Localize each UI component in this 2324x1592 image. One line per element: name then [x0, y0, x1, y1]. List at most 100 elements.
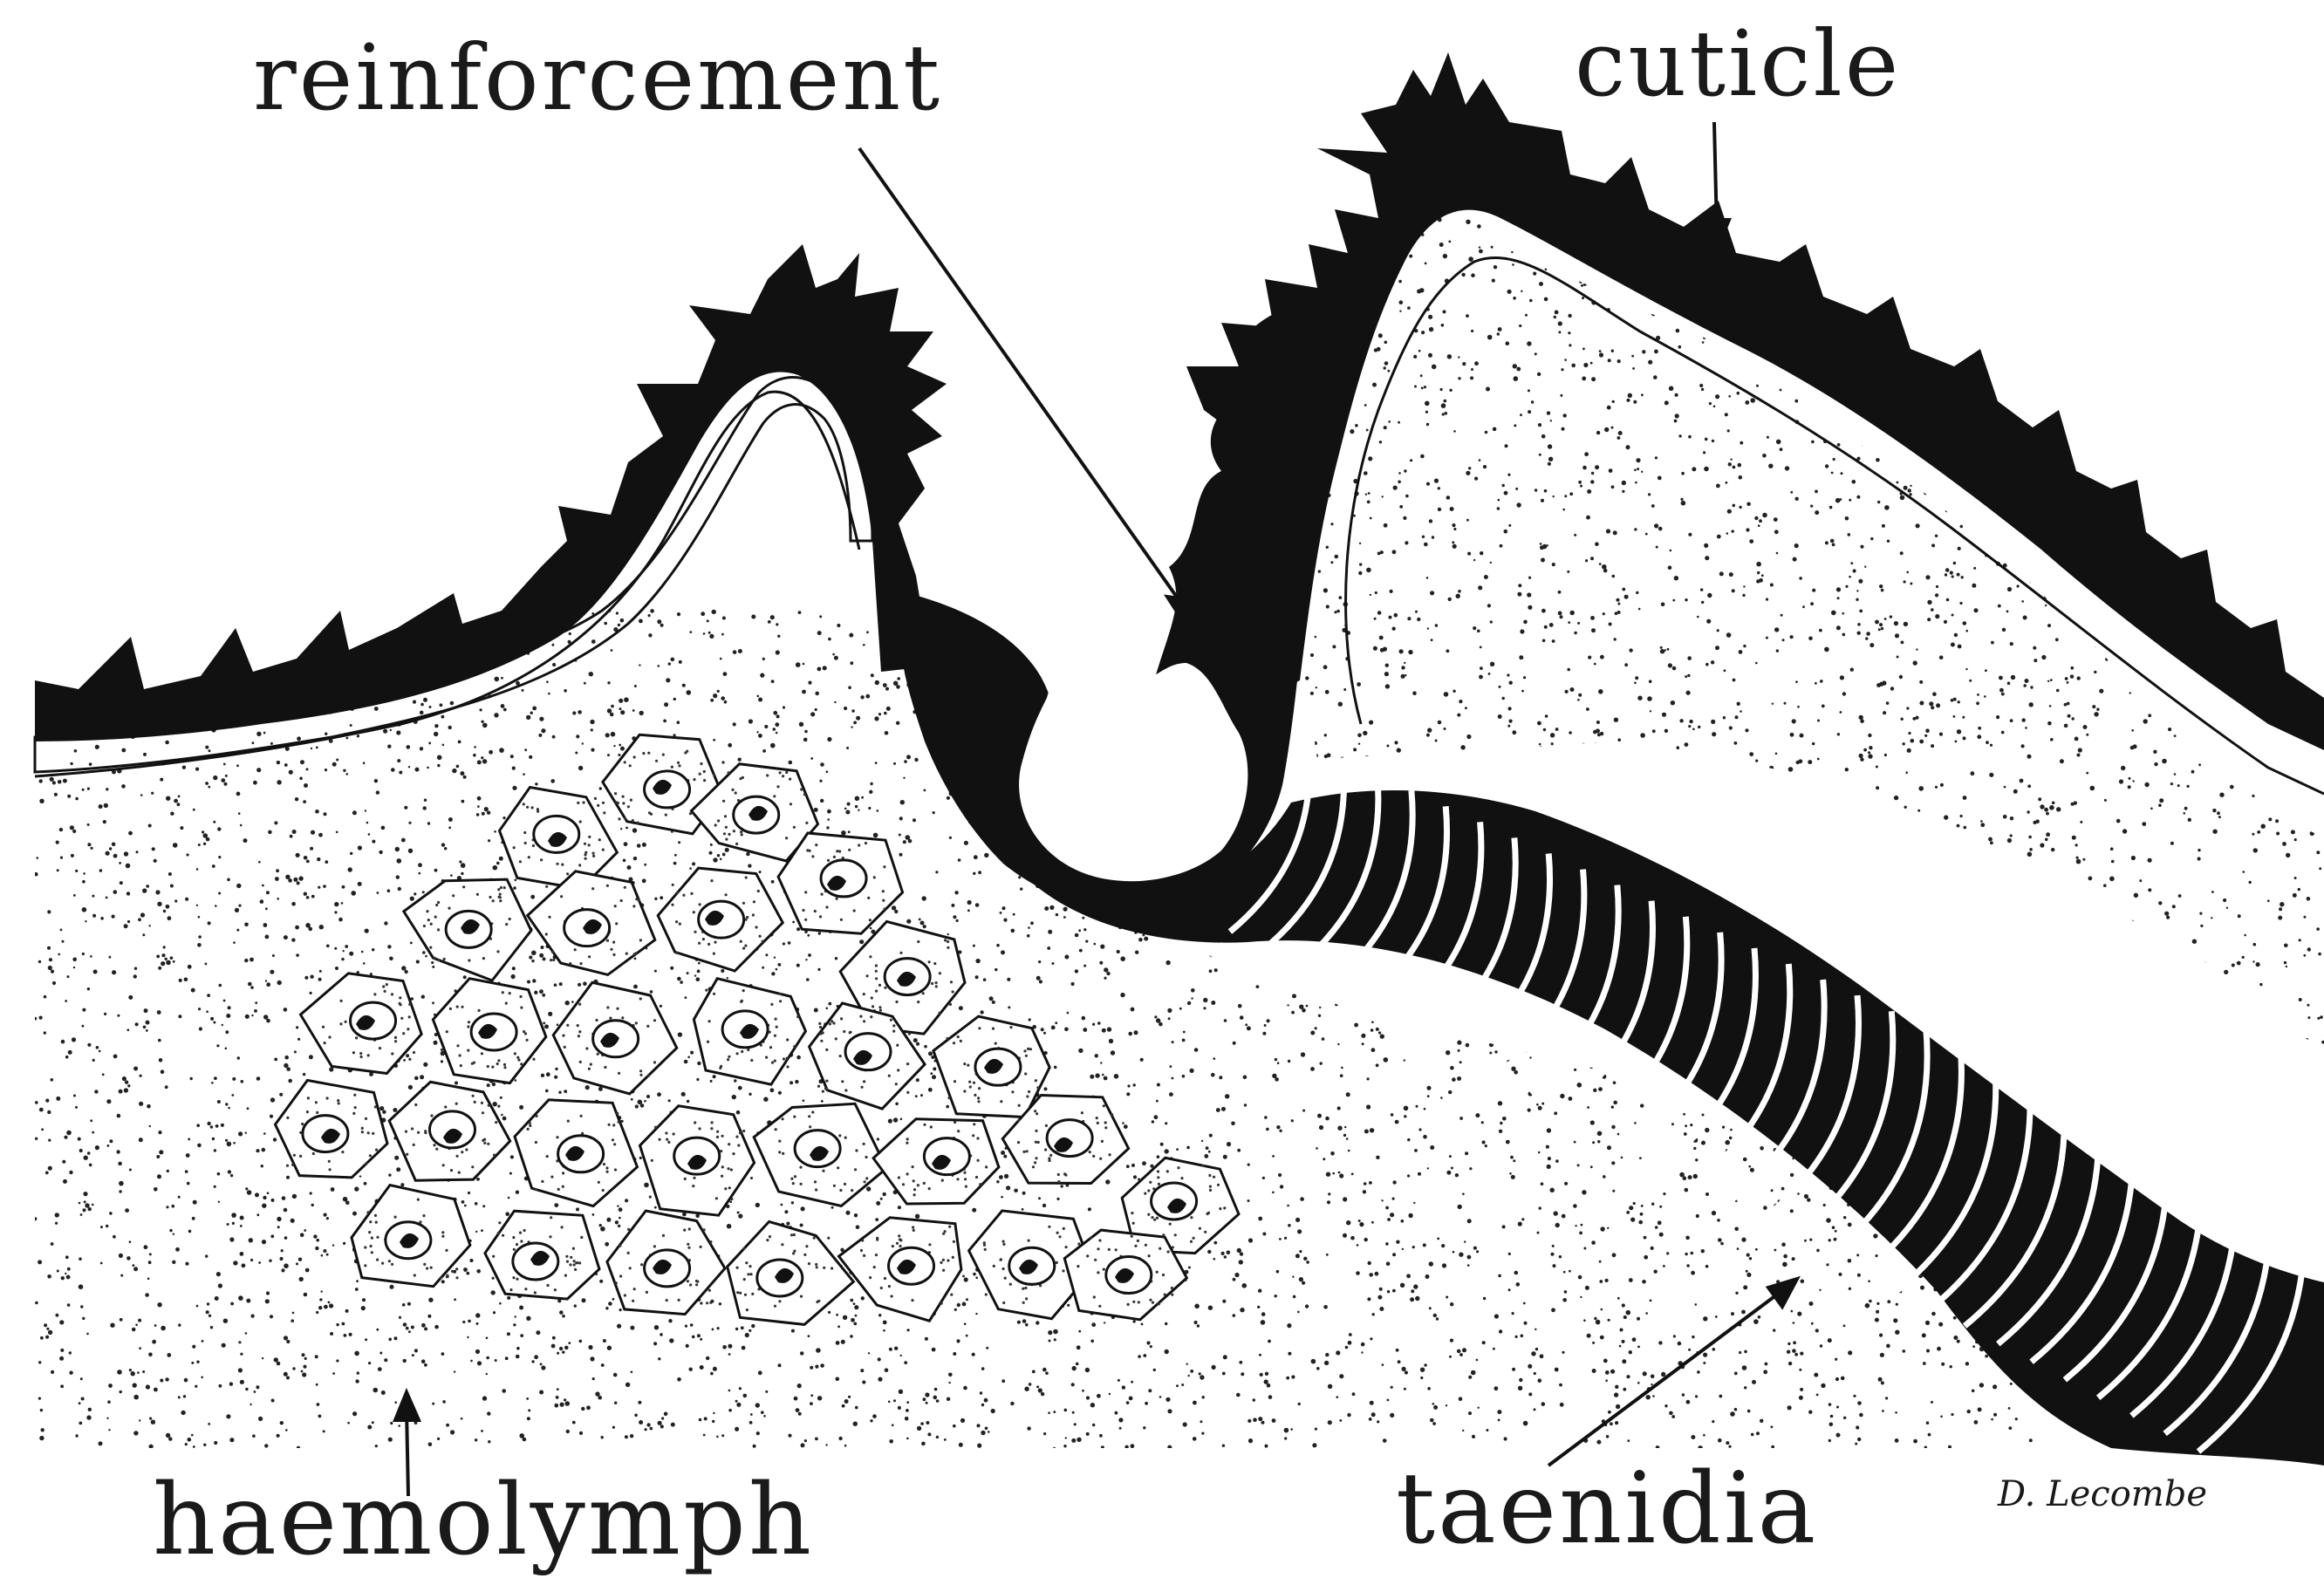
stipple-dot	[1778, 836, 1781, 838]
stipple-dot	[716, 1436, 719, 1438]
stipple-dot	[1233, 1042, 1236, 1045]
stipple-dot	[198, 1008, 201, 1010]
stipple-dot	[261, 1165, 263, 1167]
stipple-dot	[631, 1098, 633, 1101]
stipple-dot	[837, 1325, 840, 1328]
stipple-dot	[368, 833, 371, 836]
stipple-dot	[1238, 1004, 1242, 1008]
stipple-dot	[1528, 1109, 1531, 1112]
stipple-dot	[406, 1327, 409, 1330]
stipple-dot	[1691, 1435, 1695, 1439]
stipple-dot	[251, 1315, 255, 1318]
stipple-dot	[245, 1332, 248, 1335]
stipple-dot	[1344, 653, 1347, 656]
stipple-dot	[1247, 1026, 1251, 1030]
stipple-dot	[889, 1439, 893, 1444]
stipple-dot	[951, 904, 954, 907]
stipple-dot	[1525, 769, 1528, 772]
stipple-dot	[329, 1067, 333, 1071]
stipple-dot	[149, 1125, 151, 1127]
stipple-dot	[262, 885, 264, 887]
stipple-dot	[778, 1091, 782, 1095]
stipple-dot	[1763, 878, 1767, 881]
stipple-dot	[494, 713, 498, 717]
stipple-dot	[477, 805, 480, 808]
stipple-dot	[1931, 1312, 1936, 1316]
stipple-dot	[1713, 758, 1717, 762]
stipple-dot	[40, 1336, 44, 1340]
stipple-dot	[645, 1428, 647, 1431]
stipple-dot	[367, 1425, 372, 1430]
stipple-dot	[1760, 1419, 1763, 1423]
stipple-dot	[511, 974, 516, 979]
stipple-dot	[1457, 1349, 1461, 1354]
stipple-dot	[201, 658, 205, 662]
stipple-dot	[1931, 755, 1935, 759]
stipple-dot	[1993, 940, 1997, 944]
stipple-dot	[899, 816, 903, 820]
stipple-dot	[1132, 1320, 1135, 1322]
stipple-dot	[773, 711, 777, 715]
stipple-dot	[263, 1132, 266, 1135]
stipple-dot	[1623, 659, 1625, 661]
stipple-dot	[1507, 695, 1510, 699]
stipple-dot	[1534, 1372, 1536, 1375]
stipple-dot	[619, 1217, 621, 1220]
stipple-dot	[1247, 1164, 1250, 1166]
stipple-dot	[1527, 688, 1529, 691]
stipple-dot	[1316, 1367, 1320, 1370]
stipple-dot	[1364, 673, 1367, 677]
stipple-dot	[1678, 1342, 1682, 1346]
stipple-dot	[470, 1360, 473, 1363]
stipple-dot	[1389, 629, 1392, 632]
stipple-dot	[499, 857, 503, 861]
stipple-dot	[1097, 1021, 1101, 1025]
stipple-dot	[238, 905, 241, 907]
stipple-dot	[64, 1136, 67, 1139]
stipple-dot	[1348, 1150, 1350, 1152]
stipple-dot	[1104, 1322, 1105, 1323]
stipple-dot	[584, 682, 586, 685]
stipple-dot	[1022, 1192, 1026, 1195]
stipple-dot	[1617, 760, 1620, 763]
stipple-dot	[1511, 1067, 1515, 1071]
stipple-dot	[1954, 863, 1958, 867]
stipple-dot	[1381, 1199, 1383, 1201]
stipple-dot	[1729, 1137, 1733, 1140]
stipple-dot	[1332, 1172, 1335, 1175]
stipple-dot	[1722, 1126, 1725, 1129]
stipple-dot	[1979, 709, 1985, 714]
stipple-dot	[233, 941, 236, 944]
stipple-dot	[142, 933, 145, 936]
stipple-dot	[217, 1100, 221, 1103]
stipple-dot	[1869, 774, 1874, 778]
stipple-dot	[1547, 1009, 1549, 1012]
stipple-dot	[1092, 1424, 1095, 1426]
stipple-dot	[127, 1084, 130, 1087]
stipple-dot	[1384, 1057, 1389, 1062]
stipple-dot	[1518, 1386, 1522, 1390]
stipple-dot	[1620, 747, 1624, 751]
stipple-dot	[92, 1059, 95, 1062]
stipple-dot	[1867, 614, 1870, 618]
stipple-dot	[1917, 625, 1921, 630]
stipple-dot	[205, 1254, 208, 1257]
stipple-dot	[1029, 657, 1034, 661]
stipple-dot	[1666, 679, 1671, 683]
stipple-dot	[2050, 1034, 2054, 1038]
stipple-dot	[1276, 1270, 1280, 1274]
stipple-dot	[899, 853, 903, 857]
stipple-dot	[1853, 857, 1857, 861]
stipple-dot	[1927, 977, 1930, 980]
stipple-dot	[311, 830, 315, 835]
stipple-dot	[2026, 1034, 2030, 1038]
stipple-dot	[1978, 1407, 1982, 1411]
stipple-dot	[1848, 759, 1850, 762]
stipple-dot	[1910, 979, 1914, 983]
stipple-dot	[352, 810, 357, 815]
stipple-dot	[578, 983, 581, 987]
stipple-dot	[1627, 1439, 1630, 1442]
stipple-dot	[1594, 824, 1596, 827]
stipple-dot	[1638, 1220, 1643, 1225]
stipple-dot	[893, 1117, 898, 1122]
